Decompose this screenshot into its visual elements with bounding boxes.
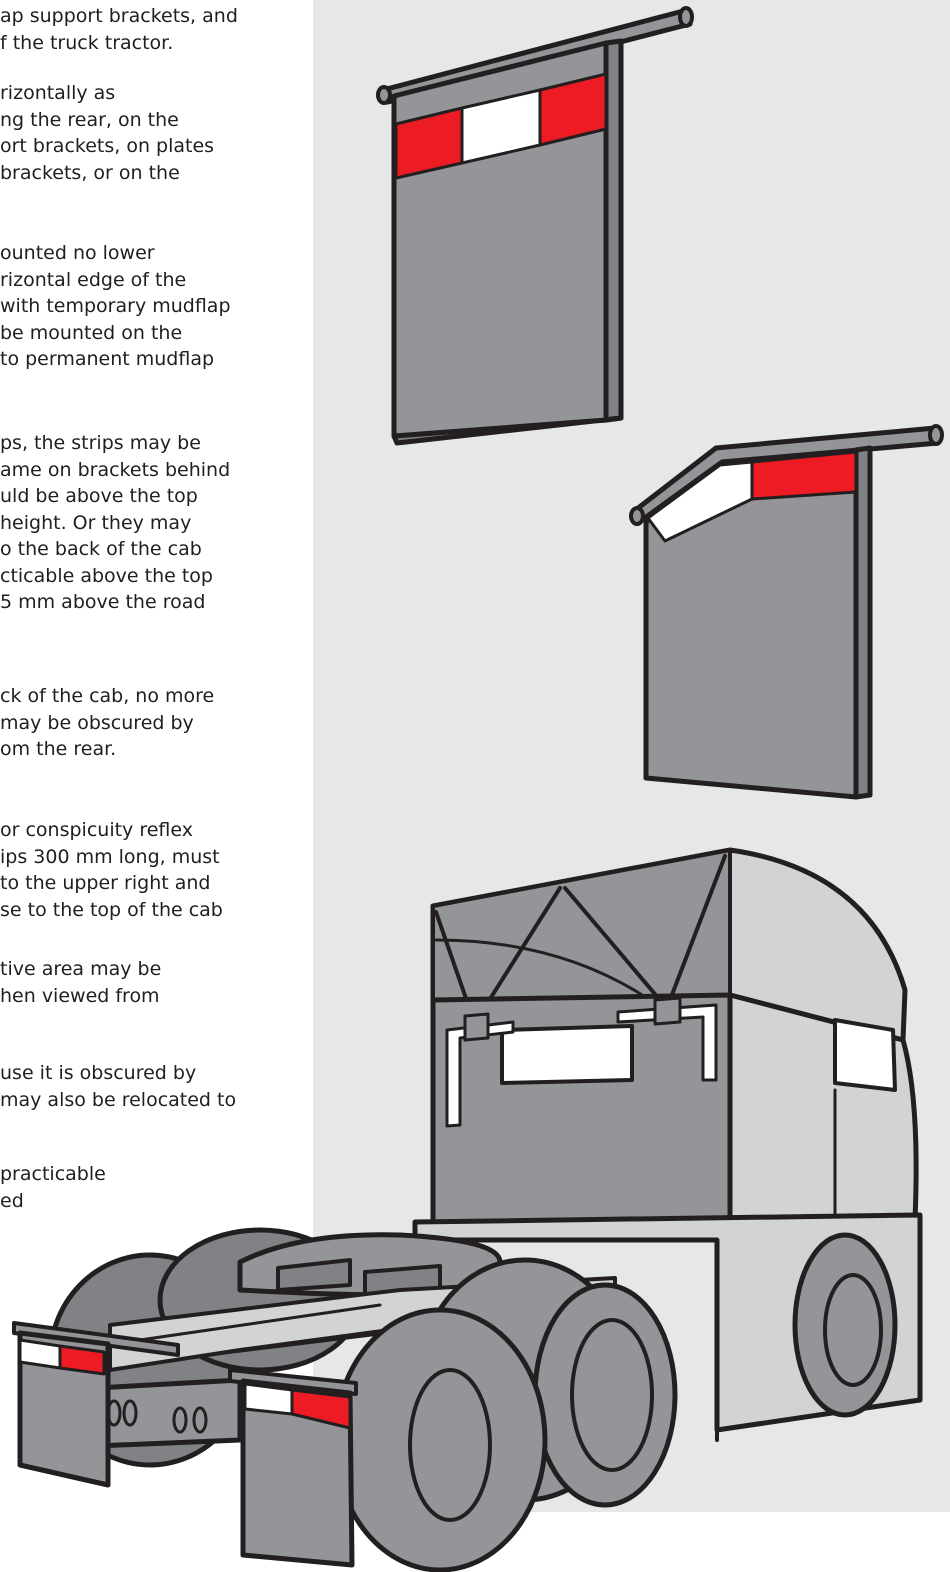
mudflap-2 <box>631 426 942 797</box>
mudflap-1 <box>378 8 692 443</box>
truck-tractor <box>50 850 920 1570</box>
truck-right-mudflap <box>230 1370 356 1565</box>
